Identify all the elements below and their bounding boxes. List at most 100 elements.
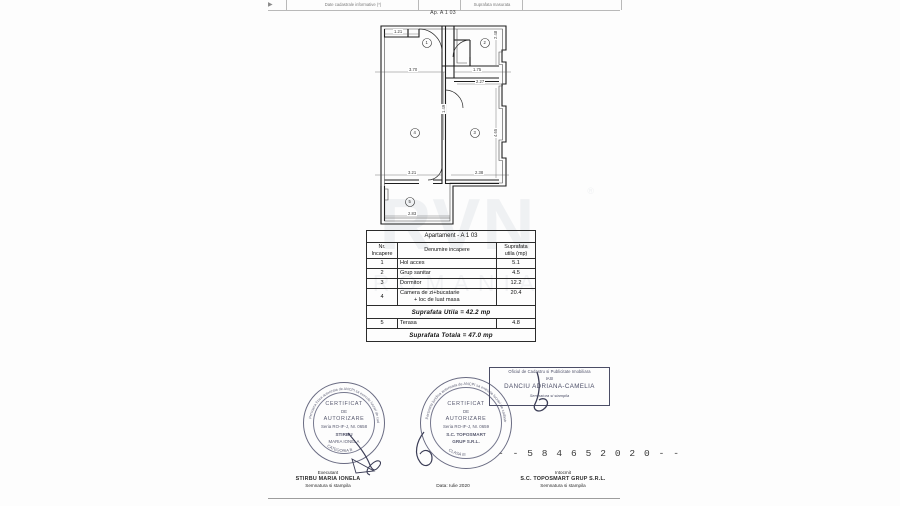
room-marker-1: 1 bbox=[425, 40, 428, 46]
office-line2: IASI bbox=[545, 376, 554, 381]
table-row: 5 Terasa 4.8 bbox=[366, 318, 536, 329]
svg-text:CLASA III: CLASA III bbox=[448, 447, 466, 457]
footer-executant-name: STIRBU MARIA IONELA bbox=[295, 476, 361, 482]
stamp-executant-line1: CERTIFICAT bbox=[325, 400, 363, 407]
footer-executant-role: Executant bbox=[317, 470, 339, 475]
row-2-area: 12.2 bbox=[496, 278, 536, 289]
row-0-name: Hol acces bbox=[397, 258, 497, 269]
dimension-2-83: 2.83 bbox=[407, 211, 418, 216]
strip-arrow-icon: ▶ bbox=[268, 2, 273, 8]
footer-divider bbox=[268, 498, 620, 499]
dimension-3-70: 3.70 bbox=[408, 67, 419, 72]
official-registration-box: Oficiul de Cadastru si Publicitate Imobi… bbox=[489, 367, 610, 406]
dimension-2-27: 2.27 bbox=[475, 79, 486, 84]
stamp-executant-inner-ring bbox=[313, 392, 375, 454]
top-table-strip: ▶ Date cadastrale informative (*) Supraf… bbox=[268, 0, 622, 11]
dimension-4-65: 4.65 bbox=[493, 127, 498, 138]
stamp-executant-line5: STIRBU bbox=[335, 431, 353, 437]
dimension-2-48: 2.48 bbox=[493, 29, 498, 40]
strip-cell-2: Suprafata masurata bbox=[460, 0, 523, 10]
row-2-name: Dormitor bbox=[397, 278, 497, 289]
dimension-1-21: 1.21 bbox=[393, 29, 404, 34]
header-suprafata-line2: utila (mp) bbox=[504, 250, 528, 257]
stamp-executant-arc: Persoana fizica autorizata de ANCPI sa e… bbox=[304, 383, 384, 463]
floor-plan-title: Ap. A 1 03 bbox=[430, 10, 456, 16]
stamp-intocmit-line2: DE bbox=[462, 409, 470, 414]
stamp-intocmit-arc: Persoana juridica autorizata de ANCPI sa… bbox=[421, 378, 511, 468]
header-suprafata: Suprafata utila (mp) bbox=[496, 242, 536, 259]
room-marker-2: 2 bbox=[483, 40, 486, 46]
dimension-1-49: 1.49 bbox=[441, 103, 446, 114]
row-1-name: Grup sanitar bbox=[397, 268, 497, 279]
strip-cell-1 bbox=[418, 0, 461, 10]
row-terasa-nr: 5 bbox=[366, 318, 398, 329]
header-nr-line1: Nr. bbox=[378, 244, 386, 250]
stamp-intocmit-line4: Seria RO-IF-J, Nr. 0659 bbox=[442, 424, 490, 429]
stamp-intocmit-line1: CERTIFICAT bbox=[447, 400, 485, 407]
footer-date: Data: Iulie 2020 bbox=[436, 484, 470, 489]
row-1-area: 4.5 bbox=[496, 268, 536, 279]
floor-plan: Ap. A 1 03 bbox=[375, 10, 511, 226]
row-terasa-area: 4.8 bbox=[496, 318, 536, 329]
room-marker-5: 5 bbox=[408, 199, 411, 205]
dimension-3-21: 3.21 bbox=[407, 170, 418, 175]
header-suprafata-line1: Suprafata bbox=[504, 244, 528, 250]
footer-intocmit: Intocmit S.C. TOPOSMART GRUP S.R.L. Semn… bbox=[498, 470, 628, 489]
floor-plan-drawing bbox=[375, 25, 511, 225]
dimension-1-75: 1.75 bbox=[472, 67, 483, 72]
apartment-table-title: Apartament - A 1 03 bbox=[366, 230, 536, 243]
row-0-area: 5.1 bbox=[496, 258, 536, 269]
header-nr: Nr. Incapere bbox=[366, 242, 398, 259]
footer-intocmit-role: Intocmit bbox=[554, 470, 572, 475]
footer-intocmit-note: Semnatura si stampila bbox=[540, 483, 586, 488]
stamp-executant-line2: DE bbox=[340, 409, 348, 414]
suprafata-utila: Suprafata Utila = 42.2 mp bbox=[366, 305, 536, 319]
stamp-intocmit-inner-ring bbox=[430, 387, 502, 459]
subtotal-row: Suprafata Utila = 42.2 mp bbox=[366, 305, 536, 319]
dimension-2-38: 2.38 bbox=[474, 170, 485, 175]
row-terasa-name: Terasa bbox=[397, 318, 497, 329]
apartment-table: Apartament - A 1 03 Nr. Incapere Denumir… bbox=[366, 230, 536, 342]
header-denumire: Denumire incapere bbox=[397, 242, 497, 259]
stamp-executant-line4: Seria RO-IF-J, Nr. 0658 bbox=[320, 424, 368, 429]
table-row: 2 Grup sanitar 4.5 bbox=[366, 268, 536, 279]
registration-number: - - 5 8 4 6 5 2 0 2 0 - - bbox=[498, 448, 681, 459]
footer-intocmit-name: S.C. TOPOSMART GRUP S.R.L. bbox=[520, 476, 606, 482]
row-3-area: 20.4 bbox=[496, 288, 536, 306]
table-header-row: Nr. Incapere Denumire incapere Suprafata… bbox=[366, 242, 536, 259]
header-nr-line2: Incapere bbox=[371, 250, 393, 257]
table-row: 1 Hol acces 5.1 bbox=[366, 258, 536, 269]
stamp-intocmit-line3: AUTORIZARE bbox=[445, 415, 487, 422]
footer-executant: Executant STIRBU MARIA IONELA Semnatura … bbox=[268, 470, 388, 489]
row-0-nr: 1 bbox=[366, 258, 398, 269]
strip-cell-0: Date cadastrale informative (*) bbox=[286, 0, 419, 10]
row-3-name-line1: Camera de zi+bucatarie bbox=[400, 290, 460, 296]
office-line4: Semnatura si stampila bbox=[529, 393, 570, 398]
suprafata-totala: Suprafata Totala = 47.0 mp bbox=[366, 328, 536, 342]
room-marker-3: 3 bbox=[473, 130, 476, 136]
table-title-row: Apartament - A 1 03 bbox=[366, 230, 536, 243]
room-marker-4: 4 bbox=[413, 130, 416, 136]
stamp-executant-line6: MARIA IONELA bbox=[328, 439, 360, 444]
row-1-nr: 2 bbox=[366, 268, 398, 279]
row-2-nr: 3 bbox=[366, 278, 398, 289]
stamp-intocmit: Persoana juridica autorizata de ANCPI sa… bbox=[420, 377, 512, 469]
table-row: 4 Camera de zi+bucatarie + loc de luat m… bbox=[366, 288, 536, 306]
stamp-executant: Persoana fizica autorizata de ANCPI sa e… bbox=[303, 382, 385, 464]
row-3-nr: 4 bbox=[366, 288, 398, 306]
table-row: 3 Dormitor 12.2 bbox=[366, 278, 536, 289]
svg-text:CATEGORIA B: CATEGORIA B bbox=[326, 443, 353, 453]
strip-cell-3 bbox=[522, 0, 622, 10]
stamp-executant-text: CERTIFICAT DE AUTORIZARE Seria RO-IF-J, … bbox=[304, 383, 384, 463]
stamp-executant-line3: AUTORIZARE bbox=[323, 415, 365, 422]
office-line3: DANCIU ADRIANA-CAMELIA bbox=[504, 383, 595, 390]
stamp-intocmit-text: CERTIFICAT DE AUTORIZARE Seria RO-IF-J, … bbox=[421, 378, 511, 468]
stamp-intocmit-line6: GRUP S.R.L. bbox=[452, 439, 480, 444]
row-3-name: Camera de zi+bucatarie + loc de luat mas… bbox=[397, 288, 497, 306]
footer-executant-note: Semnatura si stampila bbox=[305, 483, 351, 488]
row-3-name-line2: + loc de luat masa bbox=[414, 297, 460, 303]
stamp-intocmit-line5: S.C. TOPOSMART bbox=[446, 431, 486, 437]
total-row: Suprafata Totala = 47.0 mp bbox=[366, 328, 536, 342]
watermark-registered-mark: ® bbox=[587, 186, 594, 196]
